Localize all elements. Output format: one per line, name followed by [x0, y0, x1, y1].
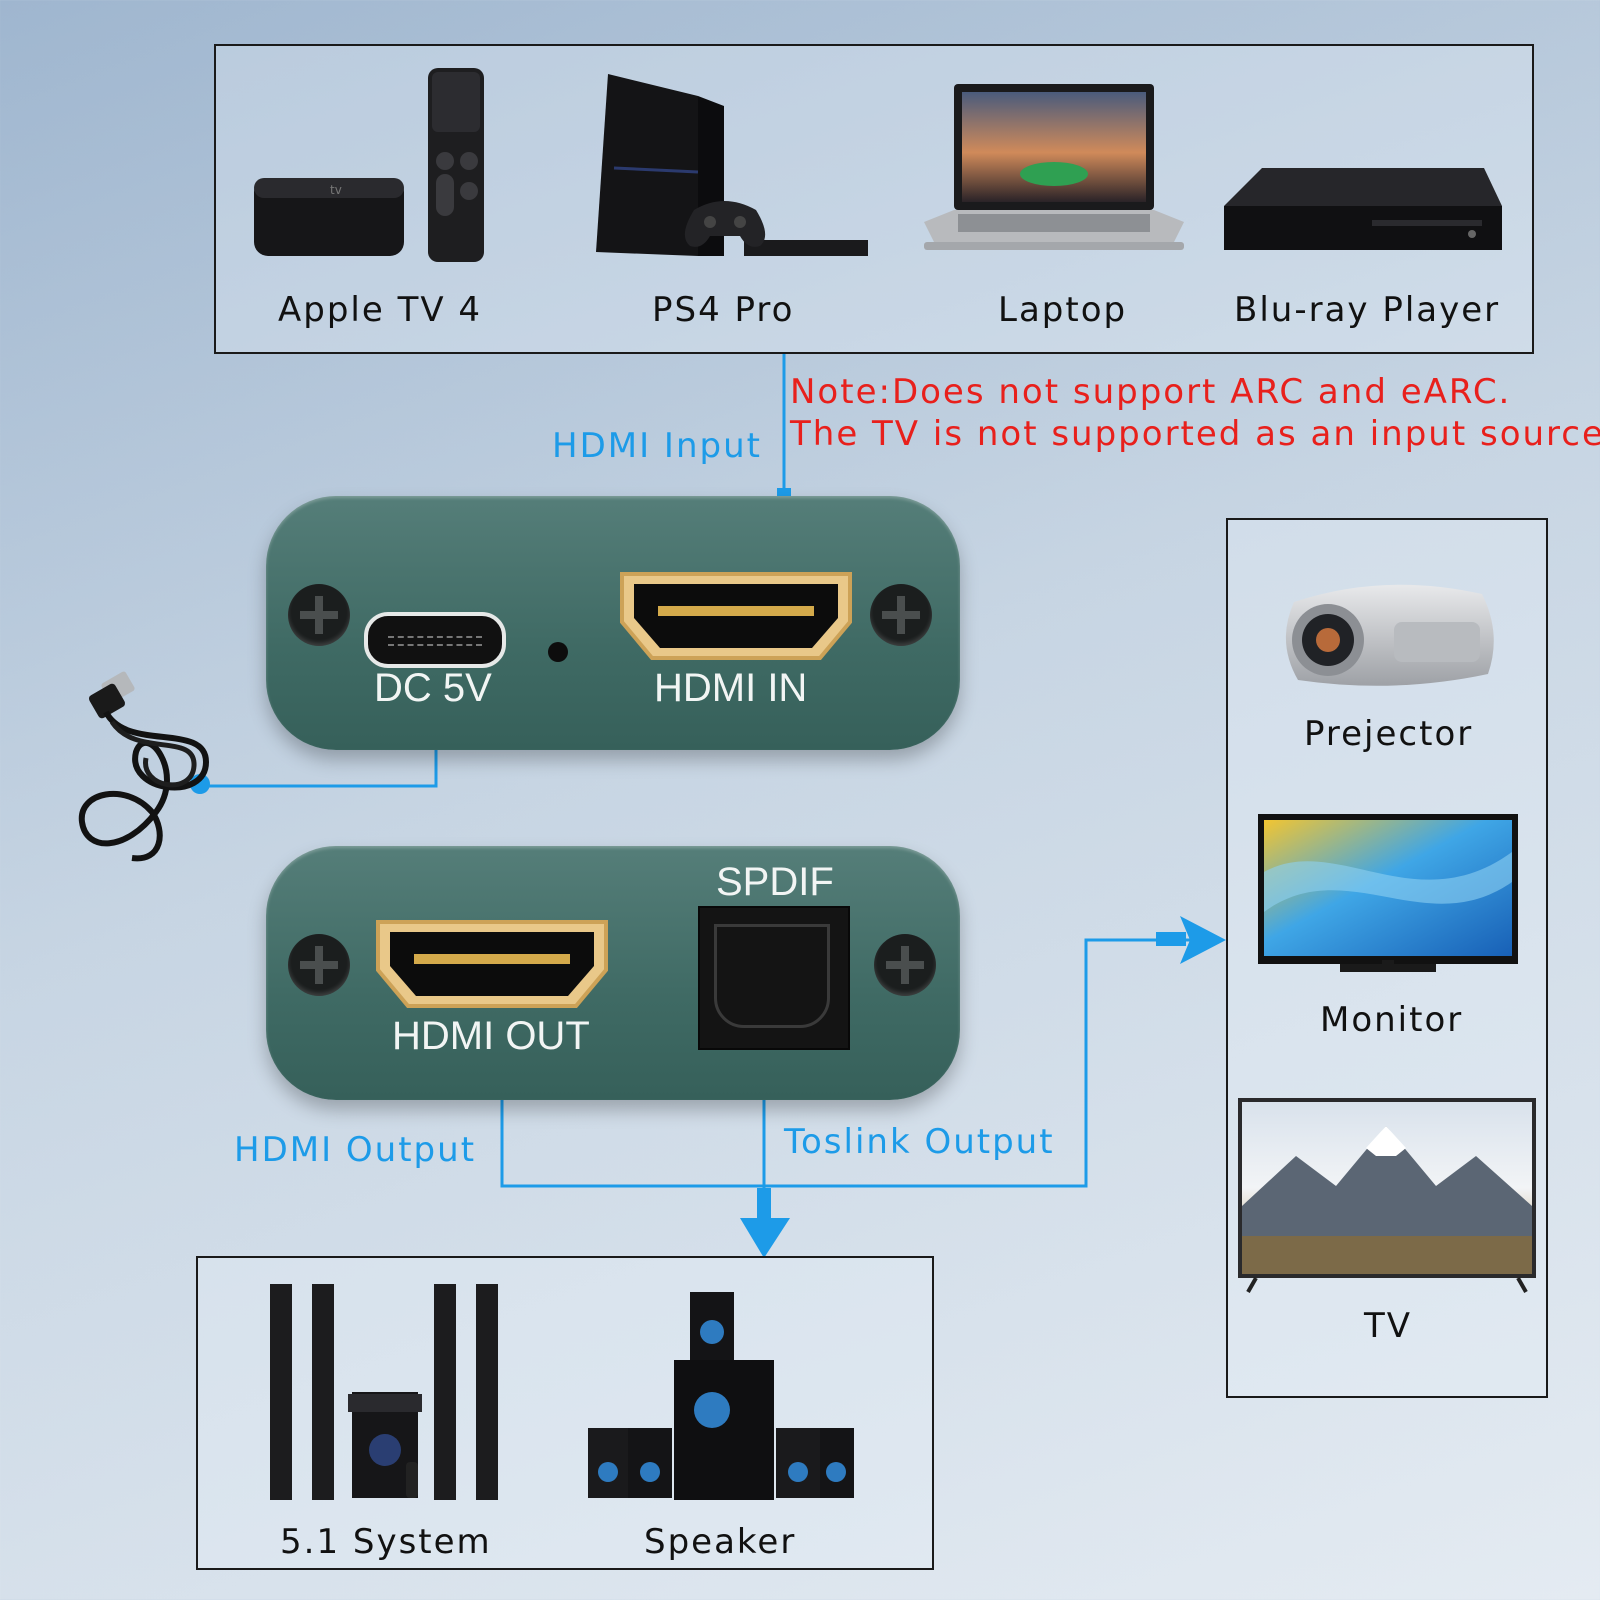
note-line-2: The TV is not supported as an input sour… [790, 414, 1600, 454]
source-label-bluray: Blu-ray Player [1234, 290, 1501, 330]
monitor-icon [1258, 814, 1518, 972]
projector-icon [1285, 584, 1494, 686]
bluray-icon [1224, 168, 1502, 250]
dc-5v-label: DC 5V [374, 666, 492, 710]
hdmi-out-port[interactable] [372, 916, 612, 1012]
audio-label-51-system: 5.1 System [280, 1522, 492, 1562]
hdmi-output-label: HDMI Output [234, 1130, 477, 1170]
hdmi-in-label: HDMI IN [654, 666, 808, 710]
device-back-panel: SPDIF HDMI OUT [266, 846, 960, 1100]
screw-icon [870, 584, 932, 646]
surround-system-icon [270, 1284, 498, 1500]
toslink-output-label: Toslink Output [784, 1122, 1055, 1162]
ps4-icon [596, 74, 868, 256]
laptop-icon [924, 84, 1184, 250]
display-label-projector: Prejector [1304, 714, 1474, 754]
screw-icon [874, 934, 936, 996]
speaker-icon [588, 1292, 854, 1500]
usb-c-port[interactable] [364, 612, 506, 668]
spdif-port[interactable] [698, 906, 850, 1050]
screw-icon [288, 584, 350, 646]
display-label-monitor: Monitor [1320, 1000, 1464, 1040]
source-label-apple-tv: Apple TV 4 [278, 290, 483, 330]
apple-tv-icon: tv [254, 68, 484, 262]
hdmi-input-label: HDMI Input [552, 426, 762, 466]
tv-icon [1238, 1098, 1536, 1293]
screw-icon [288, 934, 350, 996]
device-front-panel: DC 5V HDMI IN [266, 496, 960, 750]
audio-label-speaker: Speaker [644, 1522, 797, 1562]
usb-cable-icon [78, 671, 210, 862]
display-label-tv: TV [1364, 1306, 1413, 1346]
hdmi-out-label: HDMI OUT [392, 1014, 590, 1058]
indicator-led [548, 642, 568, 662]
spdif-label: SPDIF [716, 860, 834, 904]
hdmi-in-port[interactable] [616, 568, 856, 664]
source-label-ps4: PS4 Pro [652, 290, 795, 330]
source-label-laptop: Laptop [998, 290, 1128, 330]
note-line-1: Note:Does not support ARC and eARC. [790, 372, 1512, 412]
svg-text:tv: tv [330, 183, 342, 197]
